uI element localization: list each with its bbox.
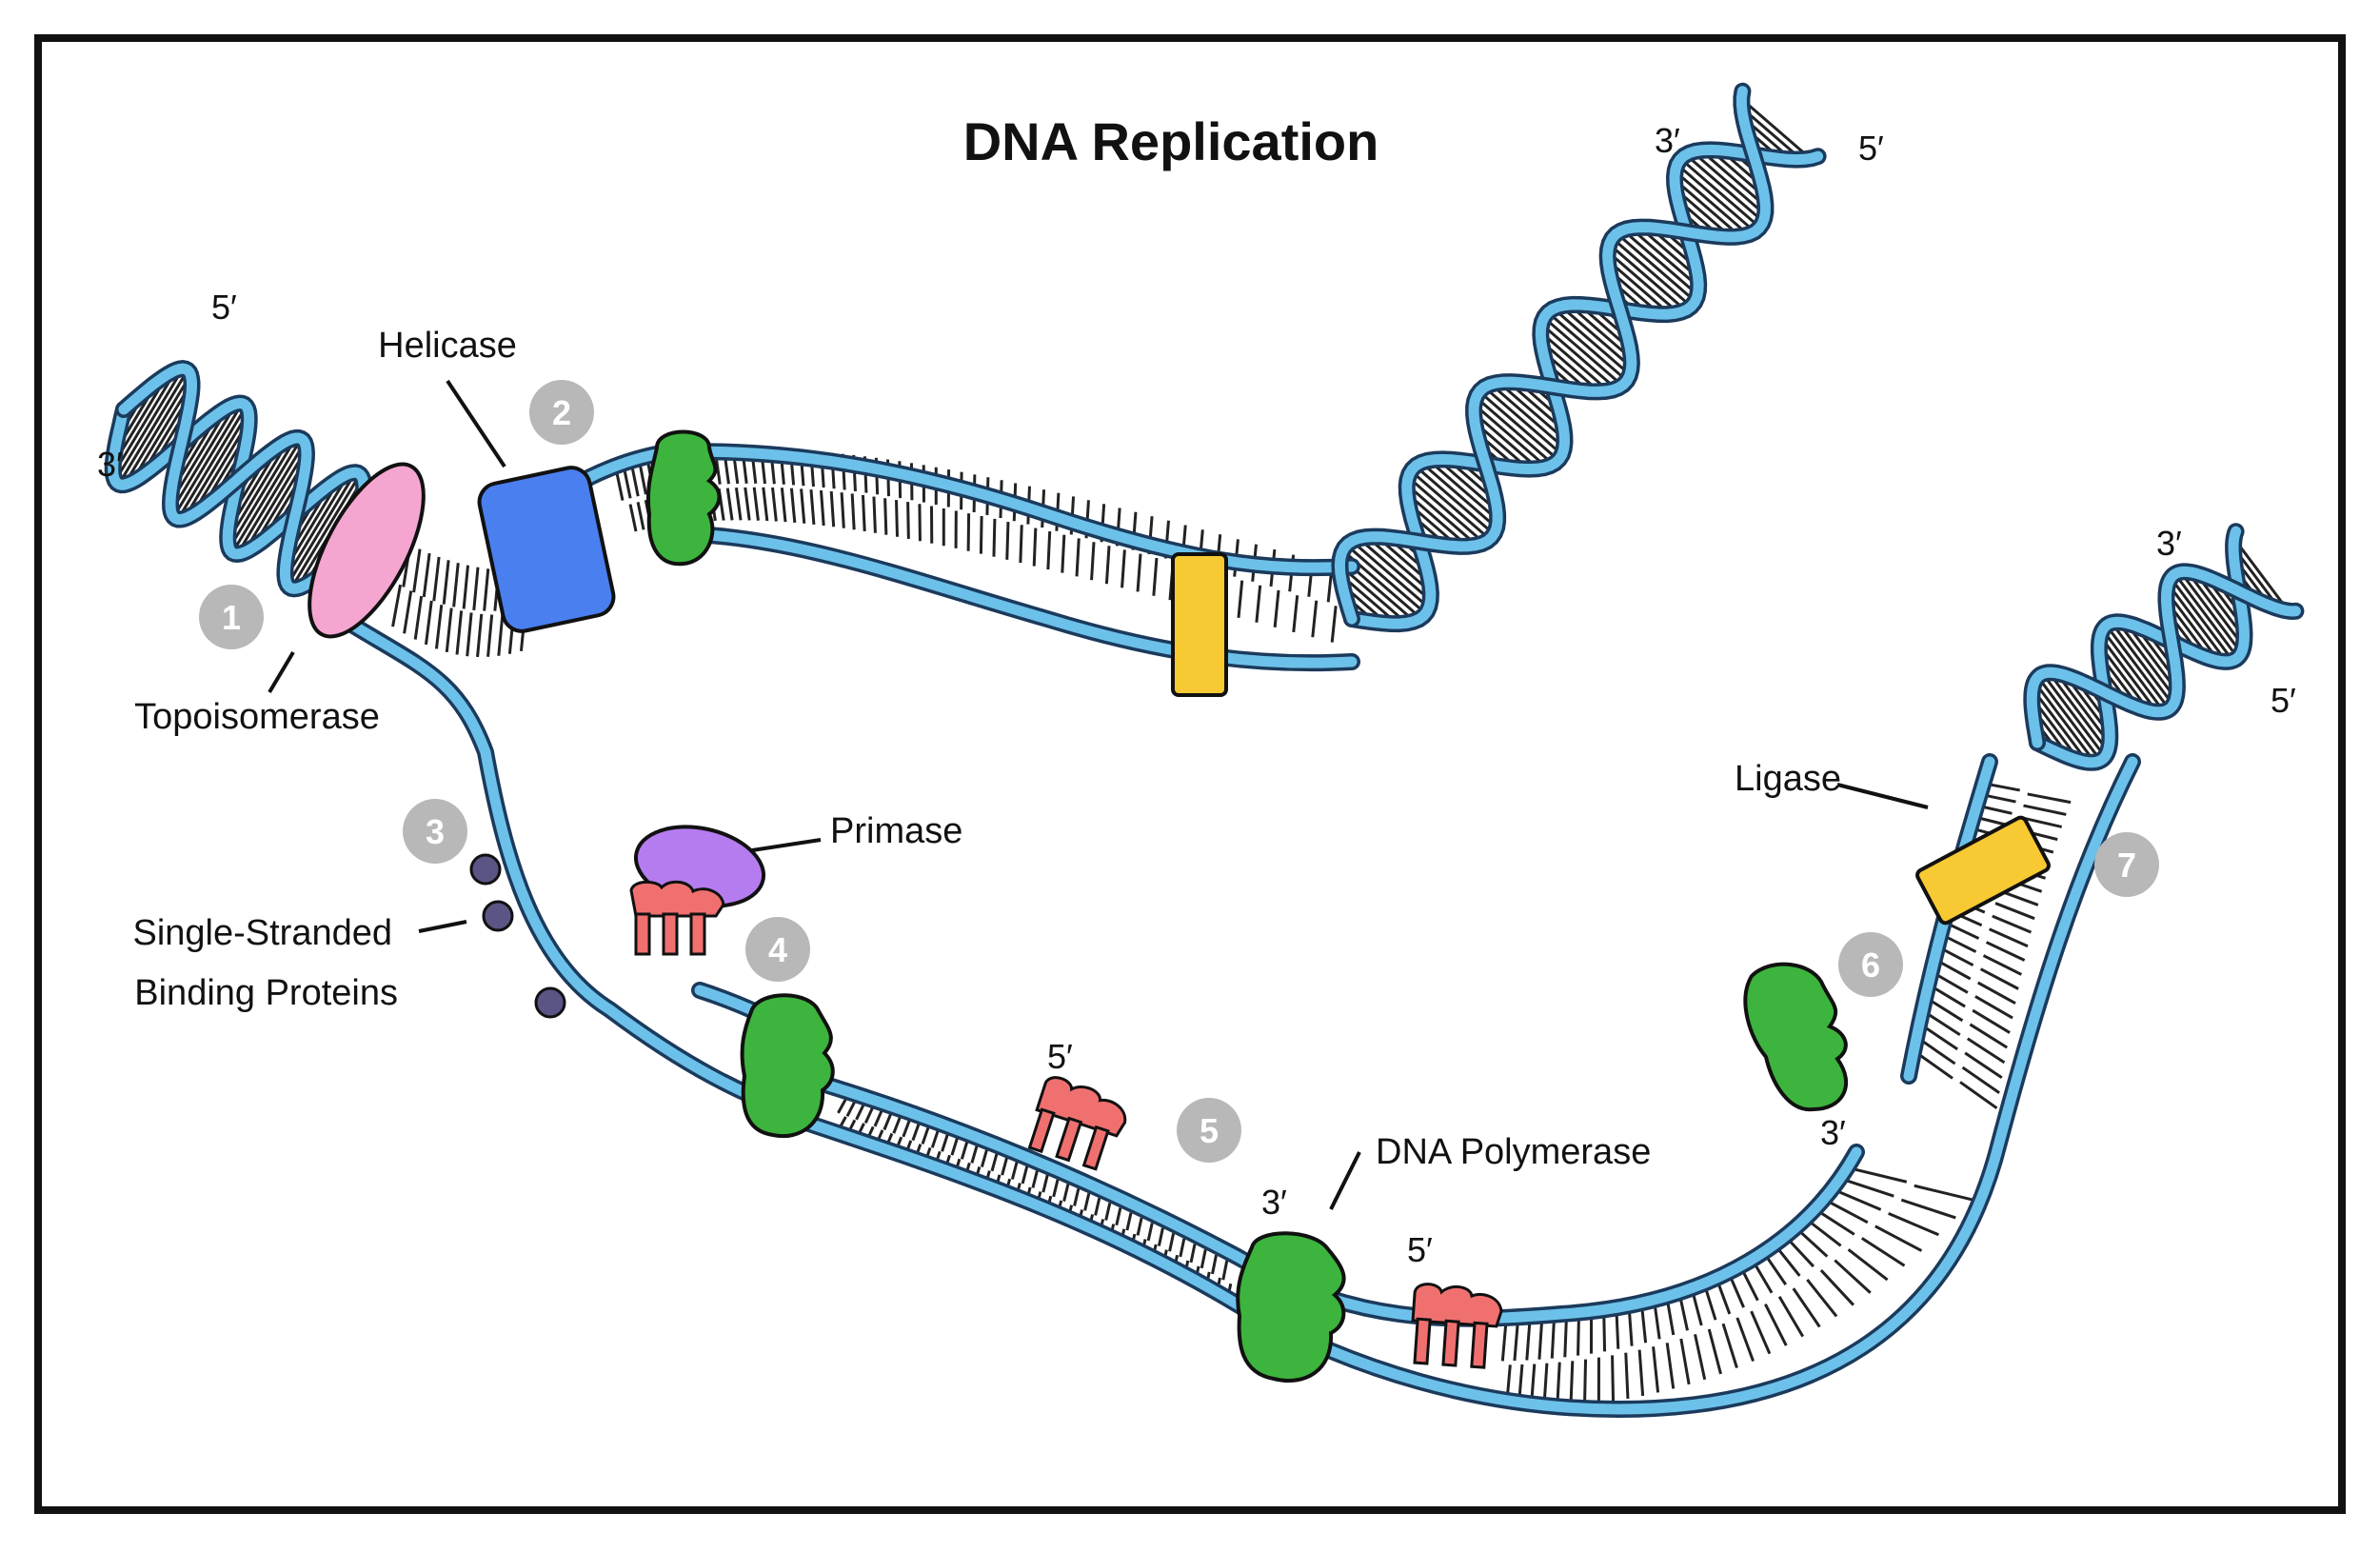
upper-duplex-rung: [1048, 531, 1050, 569]
frame-border: [38, 38, 2342, 1510]
upper-duplex-rung: [874, 497, 875, 533]
polymerase-upper: [648, 432, 720, 565]
step-marker-6: 6: [1838, 932, 1903, 997]
step-marker-7: 7: [2094, 832, 2159, 897]
upper-duplex-rung: [1062, 535, 1064, 573]
step-marker-2: 2: [529, 380, 594, 445]
end-label-top-right-a: 3′: [1655, 121, 1680, 160]
step-marker-4: 4: [745, 917, 810, 982]
step-number: 5: [1200, 1111, 1219, 1150]
label-helicase: Helicase: [378, 326, 517, 366]
end-label-primer-b: 5′: [1407, 1230, 1433, 1269]
step-number: 3: [426, 812, 445, 851]
step-marker-1: 1: [199, 585, 264, 649]
step-number: 1: [222, 598, 241, 637]
upper-duplex-rung: [885, 498, 886, 534]
label-ssbp-line1: Single-Stranded: [132, 913, 392, 953]
end-label-left-top: 5′: [211, 288, 237, 327]
upper-duplex-rung: [1007, 522, 1008, 560]
label-dna-polymerase: DNA Polymerase: [1376, 1132, 1651, 1172]
lower-duplex-2-rung: [1585, 1360, 1586, 1404]
step-number: 2: [552, 393, 571, 432]
end-label-lagging-3: 3′: [1820, 1113, 1846, 1152]
ssb-protein-3: [536, 988, 565, 1017]
label-ligase: Ligase: [1735, 759, 1841, 799]
label-primase: Primase: [830, 811, 962, 851]
lower-duplex-2-rung: [1571, 1361, 1573, 1405]
end-label-primer-a: 5′: [1047, 1037, 1073, 1076]
upper-duplex-rung: [1034, 528, 1036, 567]
upper-duplex-rung: [897, 500, 898, 537]
upper-duplex-rung: [863, 495, 864, 531]
diagram-title: DNA Replication: [963, 111, 1379, 171]
ssb-protein-1: [471, 855, 500, 884]
upper-duplex-rung: [908, 502, 909, 539]
end-label-polymerase-3: 3′: [1261, 1183, 1287, 1222]
upper-duplex-rung: [994, 519, 995, 557]
lower-duplex-2-rung: [1613, 1355, 1614, 1401]
polymerase-lagging: [743, 995, 833, 1136]
label-ssbp-line2: Binding Proteins: [134, 973, 398, 1013]
step-marker-3: 3: [403, 799, 467, 864]
end-label-right-a: 3′: [2156, 524, 2182, 563]
end-label-left-bottom: 3′: [97, 445, 123, 484]
ssb-protein-2: [484, 902, 512, 930]
ligase-upper: [1173, 554, 1226, 695]
label-topoisomerase: Topoisomerase: [134, 697, 380, 737]
end-label-right-b: 5′: [2271, 681, 2296, 720]
end-label-top-right-b: 5′: [1858, 129, 1884, 168]
upper-duplex-rung: [981, 516, 982, 554]
step-number: 7: [2117, 846, 2136, 885]
upper-duplex-rung: [920, 504, 921, 541]
polymerase-leading: [1238, 1233, 1343, 1381]
upper-duplex-rung: [852, 493, 854, 529]
step-marker-5: 5: [1177, 1098, 1241, 1163]
step-number: 6: [1861, 946, 1880, 985]
step-number: 4: [768, 930, 787, 969]
